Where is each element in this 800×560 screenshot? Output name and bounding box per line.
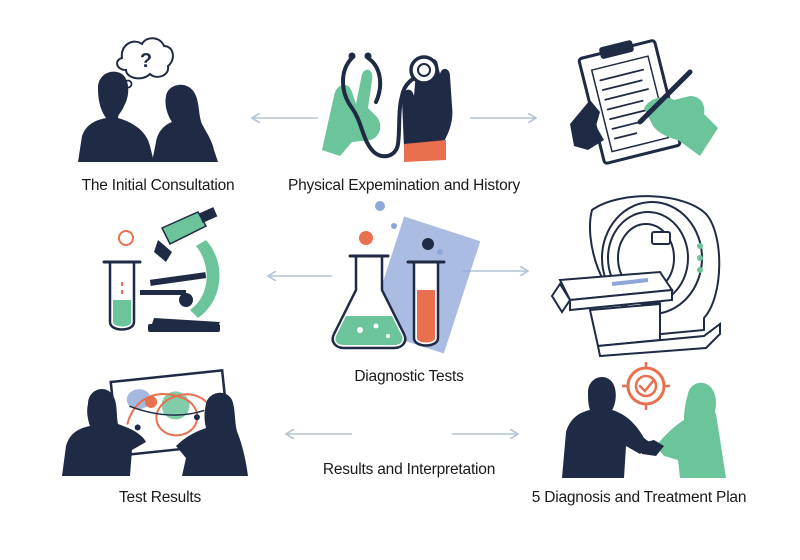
label-initial-consultation: The Initial Consultation [82, 177, 235, 194]
handshake-icon [638, 440, 664, 456]
question-mark: ? [140, 50, 152, 72]
consultation-illustration: ? [78, 37, 218, 162]
woman-silhouette [152, 84, 218, 162]
clipboard-illustration [570, 39, 718, 165]
diagnostic-tests-illustration [331, 201, 481, 354]
arrows [252, 118, 536, 434]
scanner-illustration [550, 195, 721, 358]
woman-silhouette [62, 389, 146, 476]
stage-labels: The Initial Consultation Physical Expemi… [82, 177, 747, 506]
label-physical-exam: Physical Expemination and History [288, 177, 520, 194]
pen-icon [637, 69, 693, 125]
diagnosis-treatment-illustration [562, 362, 726, 478]
microscope-illustration [102, 207, 220, 332]
green-hand-icon [322, 69, 381, 156]
label-test-results: Test Results [119, 489, 201, 506]
label-diagnosis-treatment: 5 Diagnosis and Treatment Plan [532, 489, 747, 506]
patient-silhouette [656, 382, 726, 478]
doctor-silhouette [562, 377, 652, 478]
test-results-illustration [62, 368, 248, 476]
test-tube-icon [102, 260, 142, 331]
microscope-icon [140, 207, 220, 332]
label-results-interpretation: Results and Interpretation [323, 461, 495, 478]
navy-hand-icon [402, 58, 453, 148]
test-tube-icon [406, 260, 446, 347]
scanner-icon [550, 195, 721, 358]
flask-icon [331, 254, 407, 350]
label-diagnostic-tests: Diagnostic Tests [354, 368, 464, 385]
target-check-icon [622, 362, 670, 410]
man-silhouette [78, 71, 154, 162]
sleeve-cuff [404, 140, 446, 162]
navy-hand-icon [570, 100, 604, 150]
writing-hand-icon [644, 96, 718, 156]
stethoscope-icon [341, 56, 424, 159]
physical-exam-illustration [322, 52, 453, 162]
woman-silhouette [176, 392, 248, 476]
